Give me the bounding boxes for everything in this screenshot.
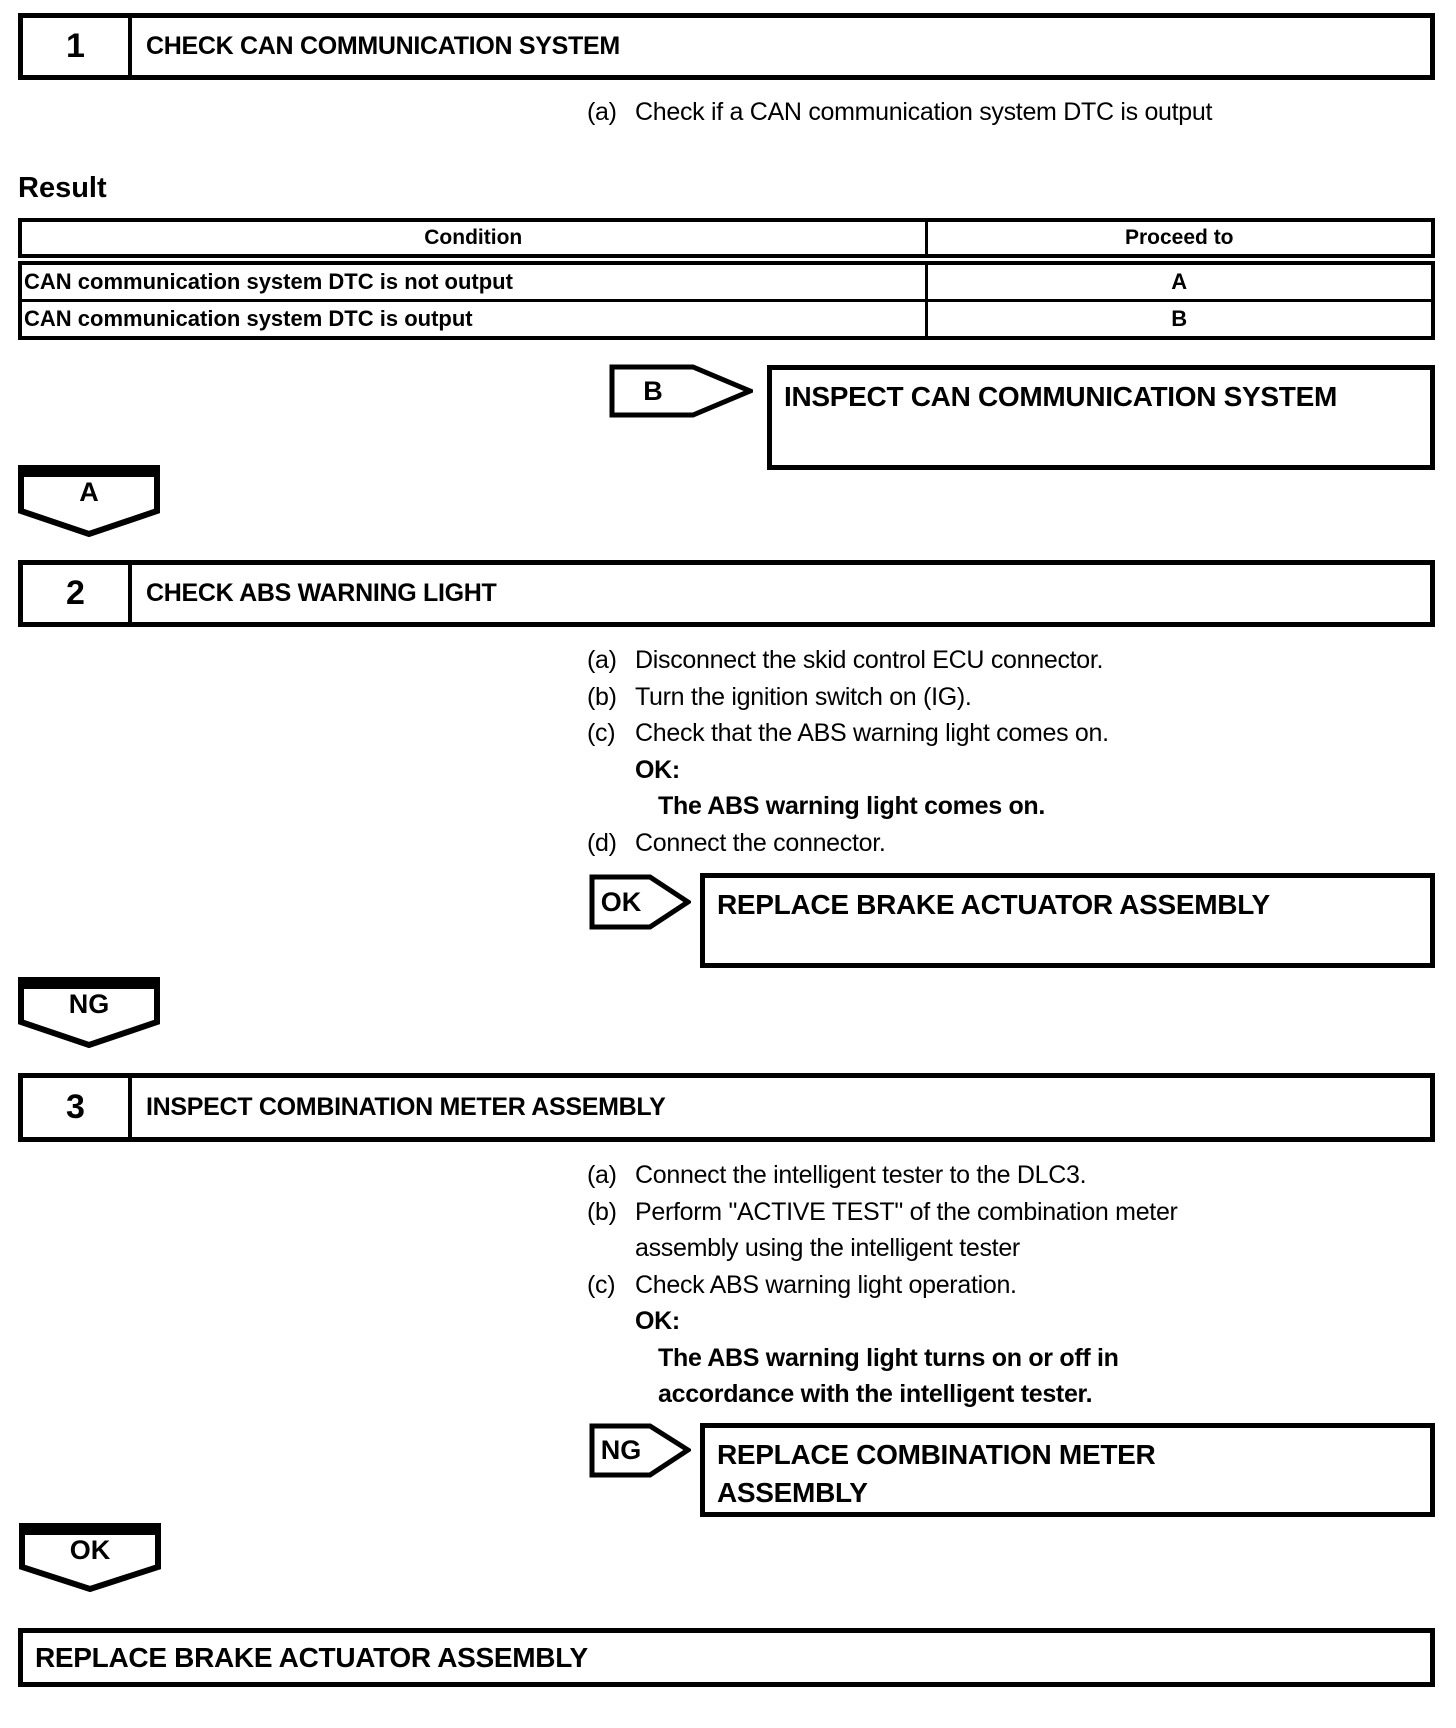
instruction-text: Perform "ACTIVE TEST" of the combination… [635,1197,1178,1226]
ok-condition-text: The ABS warning light turns on or off in [658,1343,1119,1372]
connector-ok-arrow: OK [589,874,691,930]
instruction-text: Connect the intelligent tester to the DL… [635,1161,1087,1189]
instruction-line: (a) Disconnect the skid control ECU conne… [587,642,1109,679]
pentagon-a-label: A [79,476,99,507]
list-label: (a) [587,1161,617,1189]
list-label: (a) [587,98,617,126]
connector-ok-label: OK [600,886,642,917]
instruction-line: (c) Check ABS warning light operation. [587,1267,1178,1304]
result-table: Condition Proceed to CAN communication s… [18,218,1435,340]
connector-b-label: B [643,375,663,406]
right-arrow-icon [609,364,753,418]
replace-brake-actuator-assembly-box: REPLACE BRAKE ACTUATOR ASSEMBLY [700,873,1435,968]
ok-condition-heading: OK: [635,1307,680,1335]
target-box-text: INSPECT CAN COMMUNICATION SYSTEM [784,381,1337,412]
ok-condition-heading: OK: [635,755,680,784]
list-label: (b) [587,682,617,711]
step-1-number: 1 [23,18,132,75]
instruction-text: Turn the ignition switch on (IG). [635,682,972,711]
instruction-text: Check if a CAN communication system DTC … [635,98,1213,126]
instruction-continuation: assembly using the intelligent tester [635,1234,1020,1262]
list-label: (d) [587,828,617,857]
connector-ng-arrow: NG [589,1423,691,1478]
proceed-cell: A [924,258,1435,302]
table-row: CAN communication system DTC is not outp… [18,258,1435,302]
step-2-title: CHECK ABS WARNING LIGHT [146,579,497,607]
instruction-text: Check ABS warning light operation. [635,1270,1017,1299]
step-3-number: 3 [23,1078,132,1137]
instruction-line: (c) Check that the ABS warning light come… [587,715,1109,752]
instruction-line: (a) Check if a CAN communication system D… [587,94,1212,131]
down-pentagon-icon [18,465,160,538]
step-1-instructions: (a) Check if a CAN communication system D… [587,94,1212,131]
instruction-line: (b) Perform "ACTIVE TEST" of the combinat… [587,1194,1178,1231]
pentagon-a: A [18,465,160,538]
inspect-can-communication-system-box: INSPECT CAN COMMUNICATION SYSTEM [767,365,1435,470]
list-label: (b) [587,1197,617,1226]
instruction-line: (b) Turn the ignition switch on (IG). [587,679,1109,716]
proceed-cell: B [924,299,1435,340]
step-3-header-box: 3 INSPECT COMBINATION METER ASSEMBLY [18,1073,1435,1142]
right-arrow-icon [589,874,691,930]
list-label: (c) [587,719,616,747]
replace-combination-meter-assembly-box: REPLACE COMBINATION METER ASSEMBLY [700,1423,1435,1517]
list-label: (c) [587,1270,616,1299]
pentagon-ng: NG [18,977,160,1049]
pentagon-ng-label: NG [68,988,110,1019]
ok-condition-text: accordance with the intelligent tester. [658,1380,1093,1408]
down-pentagon-icon [19,1523,161,1593]
target-box-text: REPLACE BRAKE ACTUATOR ASSEMBLY [717,889,1270,920]
down-pentagon-icon [18,977,160,1049]
table-row: CAN communication system DTC is output B [18,299,1435,340]
right-arrow-icon [589,1423,691,1478]
final-box-text: REPLACE BRAKE ACTUATOR ASSEMBLY [35,1641,588,1673]
step-1-title: CHECK CAN COMMUNICATION SYSTEM [146,32,620,60]
list-label: (a) [587,646,617,674]
pentagon-ok: OK [19,1523,161,1593]
step-2-instructions: (a) Disconnect the skid control ECU conne… [587,642,1109,861]
instruction-text: Disconnect the skid control ECU connecto… [635,646,1104,674]
connector-ng-label: NG [600,1435,642,1465]
connector-b-arrow: B [609,364,753,418]
step-3-instructions: (a) Connect the intelligent tester to the… [587,1157,1178,1413]
instruction-line: (d) Connect the connector. [587,825,1109,862]
step-2-number: 2 [23,565,132,622]
final-replace-brake-actuator-assembly-box: REPLACE BRAKE ACTUATOR ASSEMBLY [18,1628,1435,1687]
step-3-title: INSPECT COMBINATION METER ASSEMBLY [146,1093,666,1121]
result-heading: Result [18,172,107,204]
target-box-text-line1: REPLACE COMBINATION METER [717,1439,1156,1470]
pentagon-ok-label: OK [69,1534,111,1565]
instruction-text: Check that the ABS warning light comes o… [635,719,1109,747]
step-1-header-box: 1 CHECK CAN COMMUNICATION SYSTEM [18,13,1435,80]
condition-cell: CAN communication system DTC is not outp… [18,258,928,302]
column-header-condition: Condition [18,218,928,265]
step-2-header-box: 2 CHECK ABS WARNING LIGHT [18,560,1435,627]
ok-condition-text: The ABS warning light comes on. [658,792,1046,820]
result-table-header-row: Condition Proceed to [18,218,1435,265]
column-header-proceed-to: Proceed to [924,218,1435,265]
target-box-text-line2: ASSEMBLY [717,1477,868,1508]
condition-cell: CAN communication system DTC is output [18,299,928,340]
instruction-text: Connect the connector. [635,828,886,857]
instruction-line: (a) Connect the intelligent tester to the… [587,1157,1178,1194]
